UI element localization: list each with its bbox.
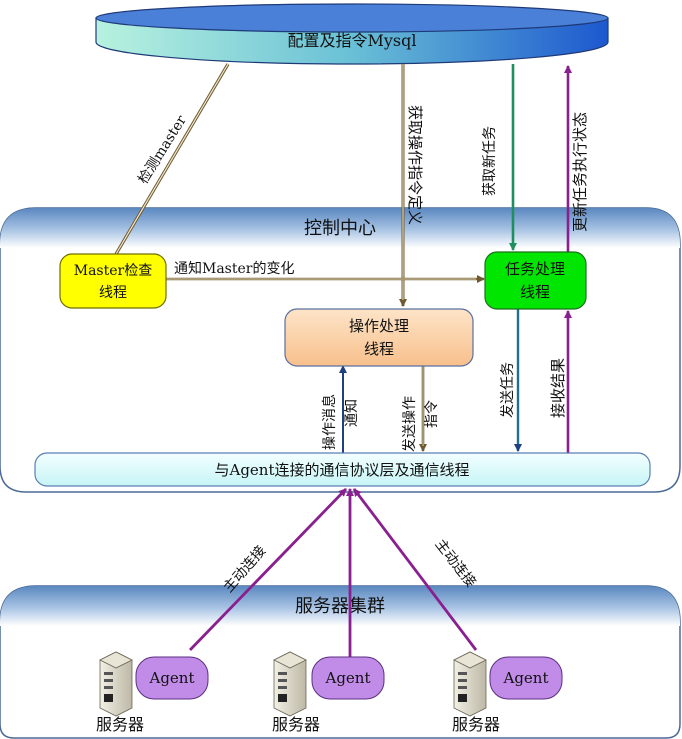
label-notify-master: 通知Master的变化: [174, 260, 294, 277]
agent-1-connection: [188, 488, 348, 651]
server-1-label: 服务器: [96, 715, 144, 734]
op-thread-line1: 操作处理: [349, 317, 409, 335]
label-recv-result: 接收结果: [549, 358, 567, 418]
label-send-op-1: 发送操作: [402, 396, 418, 452]
master-thread-line1: Master检查: [74, 263, 152, 279]
label-get-new-task: 获取新任务: [482, 126, 498, 196]
server-cluster-title: 服务器集群: [295, 596, 385, 617]
connectors: [114, 63, 572, 660]
task-processing-thread: 任务处理 线程: [484, 251, 587, 310]
task-thread-line2: 线程: [520, 283, 550, 301]
database-label: 配置及指令Mysql: [288, 31, 417, 50]
label-send-op-2: 指令: [424, 400, 440, 428]
control-center-title: 控制中心: [304, 218, 376, 239]
label-op-msg-1: 操作消息: [321, 394, 338, 450]
agent-2-box: [311, 656, 385, 700]
agent-3-label: Agent: [503, 669, 549, 687]
master-thread-line2: 线程: [99, 285, 127, 301]
comm-layer: 与Agent连接的通信协议层及通信线程: [34, 452, 651, 487]
label-get-op-def: 获取操作指令定义: [406, 105, 424, 225]
label-send-task: 发送任务: [500, 362, 516, 418]
server-2: Agent 服务器: [272, 651, 385, 734]
label-op-msg-2: 通知: [343, 399, 360, 427]
agent-2-label: Agent: [325, 669, 371, 687]
agent-3-connection: [352, 488, 478, 651]
task-thread-line1: 任务处理: [505, 260, 565, 278]
agent-1-label: Agent: [149, 669, 195, 687]
server-3: Agent 服务器: [452, 651, 563, 734]
op-thread-line2: 线程: [364, 340, 394, 358]
server-3-label: 服务器: [452, 715, 500, 734]
server-2-icon: [273, 651, 307, 717]
agent-1-box: [135, 656, 209, 700]
server-1-icon: [99, 651, 133, 717]
op-processing-thread: 操作处理 线程: [284, 308, 474, 367]
server-2-label: 服务器: [272, 715, 320, 734]
server-3-icon: [453, 651, 487, 717]
mysql-database: 配置及指令Mysql: [95, 3, 609, 65]
comm-layer-label: 与Agent连接的通信协议层及通信线程: [214, 461, 469, 479]
master-check-thread: Master检查 线程: [59, 253, 167, 309]
agent-3-box: [489, 656, 563, 700]
server-1: Agent 服务器: [96, 651, 209, 734]
label-active-conn-right: 主动连接: [432, 536, 480, 591]
label-update-status: 更新任务执行状态: [571, 112, 589, 232]
